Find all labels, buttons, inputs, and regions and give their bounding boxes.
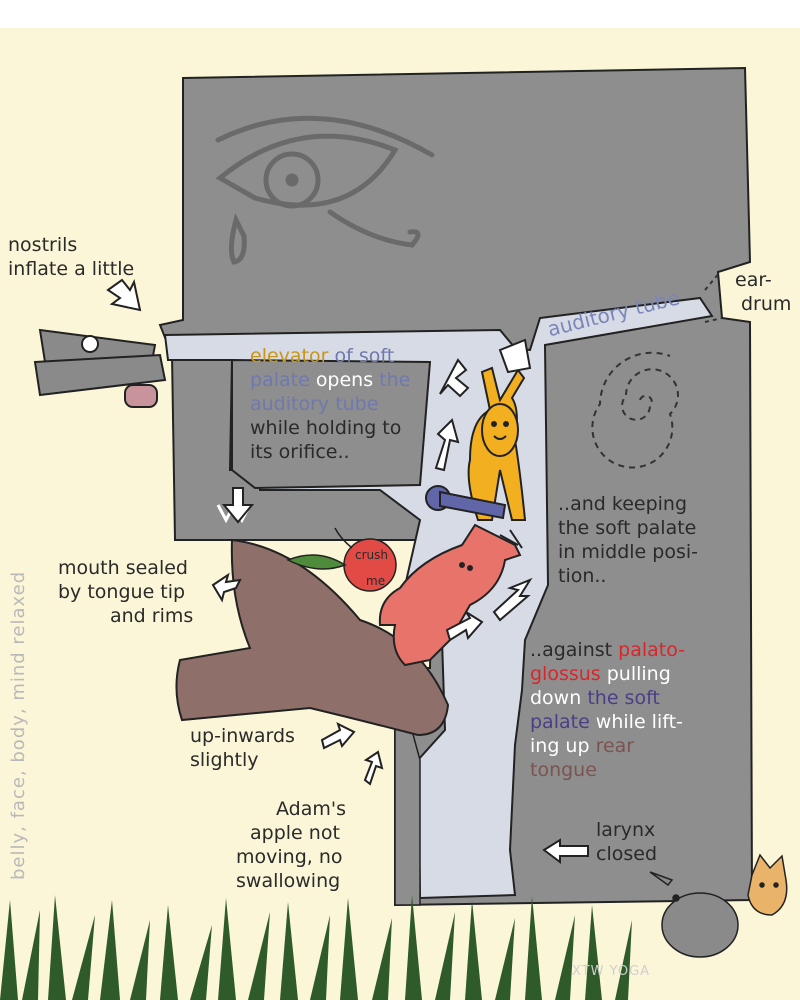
direction-arrows: [106, 278, 589, 864]
against-label: ..against palato- glossus pulling down t…: [530, 639, 686, 781]
watermark: XTW YOGA: [572, 964, 651, 979]
adams-apple-label: Adam's apple not moving, no swallowing: [236, 798, 346, 892]
eardrum-label-line2: drum: [741, 293, 792, 315]
nose-clip: [33, 328, 167, 408]
grass: [0, 895, 632, 1000]
palatoglossus-figure: [378, 523, 523, 667]
cat: [747, 853, 788, 916]
eardrum-label: ear-drum: [735, 269, 792, 315]
apple: [286, 527, 397, 592]
tongue: [175, 538, 450, 737]
eye-drawing: [215, 115, 435, 265]
inner-ear-spiral: [591, 351, 679, 469]
top-strip: [0, 0, 800, 28]
bird: [649, 871, 739, 958]
elevator-label: elevator of soft palate opens the audito…: [250, 345, 411, 463]
hard-palate: [231, 358, 432, 490]
eardrum-outline: [704, 271, 723, 323]
apple-text-line2: me: [366, 574, 386, 588]
elevator-figure: [425, 338, 532, 521]
side-caption: belly, face, body, mind relaxed: [8, 570, 29, 880]
apple-text-line1: crush: [355, 548, 388, 562]
